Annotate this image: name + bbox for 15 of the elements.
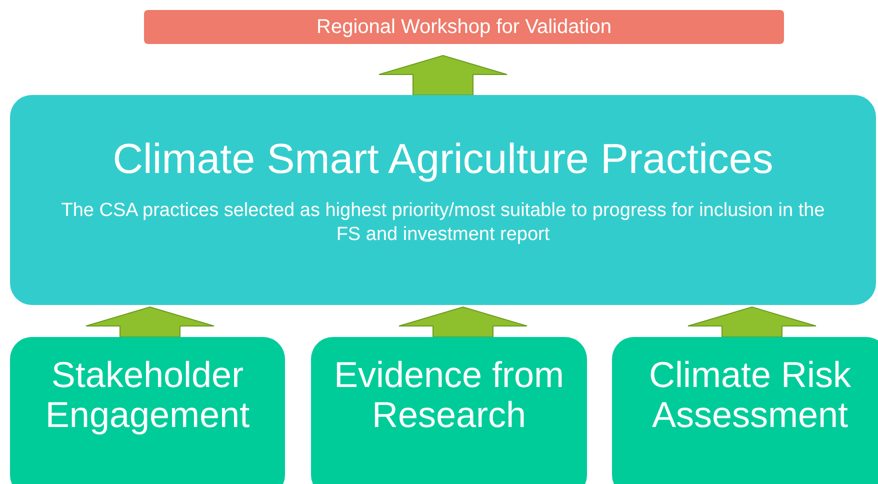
heading-text: Climate Risk Assessment — [648, 355, 852, 435]
description-text: The CSA practices selected as highest priority/most suitable to progress for inclusion in the FS and investment report — [60, 199, 826, 247]
main-box — [10, 95, 876, 305]
input-box — [311, 337, 587, 484]
banner-box — [144, 10, 784, 44]
heading-text: Regional Workshop for Validation — [316, 15, 612, 40]
block-arrow — [398, 306, 528, 338]
heading-text: Evidence from Research — [332, 355, 566, 435]
block-arrow — [378, 54, 508, 96]
input-box — [612, 337, 878, 484]
block-arrow — [86, 306, 214, 338]
input-box — [10, 337, 285, 484]
block-arrow — [688, 306, 816, 338]
heading-text: Stakeholder Engagement — [44, 355, 251, 435]
heading-text: Climate Smart Agriculture Practices — [112, 135, 774, 183]
